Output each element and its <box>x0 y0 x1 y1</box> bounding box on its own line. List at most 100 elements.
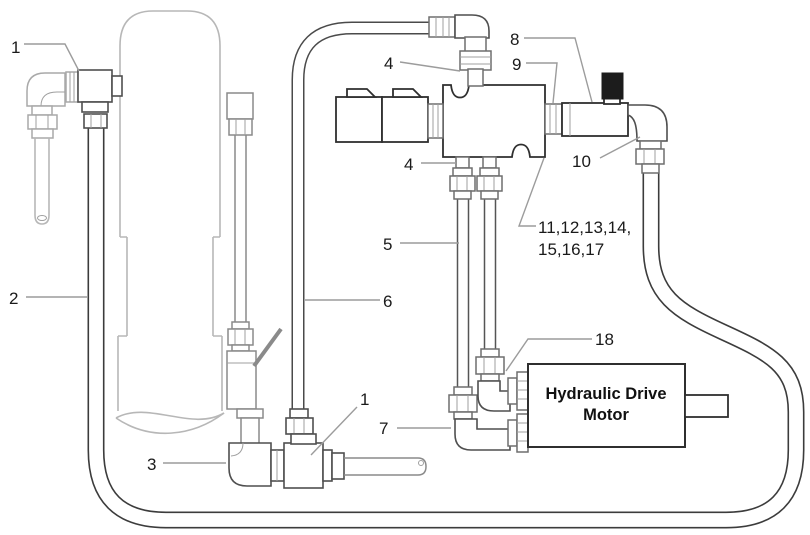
hex-facets <box>234 329 246 345</box>
leader-1-bottom <box>310 406 358 456</box>
elbow-fitting <box>26 72 66 107</box>
pump-lower-shell <box>117 336 223 411</box>
elbow-inner-arc <box>230 442 244 457</box>
callout-1-bottom: 1 <box>360 390 369 409</box>
pump-base-curve-top <box>115 411 225 421</box>
collar <box>507 419 518 447</box>
hex-nut <box>475 356 505 375</box>
collar <box>453 411 473 420</box>
valve-body <box>226 350 257 410</box>
callout-7: 7 <box>379 419 388 438</box>
coil-tab <box>346 88 378 98</box>
valve-8 <box>561 72 629 137</box>
hex-nut <box>544 103 563 135</box>
leader-4-top <box>399 61 461 72</box>
manifold-outline <box>442 84 546 158</box>
callout-3: 3 <box>147 455 156 474</box>
callout-8: 8 <box>510 30 519 49</box>
hose-2-core <box>89 128 803 527</box>
elbow-body <box>627 104 668 142</box>
flange <box>81 101 109 113</box>
coil <box>335 96 383 143</box>
tee-body <box>77 69 113 103</box>
port-nut <box>516 371 529 411</box>
elbow-body <box>454 14 490 39</box>
hex-facets <box>483 176 495 191</box>
collar <box>31 105 53 116</box>
tee-fitting-1-top <box>77 69 123 129</box>
elbow-fitting-10 <box>627 104 668 174</box>
collar-ridges <box>435 17 450 37</box>
hex-nut <box>635 148 665 165</box>
coil-tab <box>392 88 424 98</box>
fitting-4-bottom-left <box>449 156 476 200</box>
collar <box>480 348 500 358</box>
callout-1-top: 1 <box>11 38 20 57</box>
prime-valve-assembly <box>226 92 283 445</box>
collar <box>464 36 487 53</box>
pump-base-curve-bottom <box>115 412 225 434</box>
hydraulic-drive-motor: Hydraulic Drive Motor <box>507 363 729 453</box>
hex-facets <box>456 176 468 191</box>
fitting-4-top <box>428 14 492 87</box>
tee-body <box>283 442 324 489</box>
hex-nut <box>449 175 476 192</box>
elbow-body <box>454 418 511 451</box>
callout-4-top: 4 <box>384 54 393 73</box>
hex-facets <box>432 104 439 138</box>
port-nut <box>516 413 529 453</box>
collar <box>639 140 662 150</box>
hex-facets <box>549 104 557 134</box>
hex-nut <box>27 114 58 130</box>
fitting-9 <box>544 103 563 135</box>
collar <box>231 344 250 352</box>
flange <box>290 433 317 445</box>
leader-9 <box>526 62 558 104</box>
ridged-hose-collar <box>428 16 456 38</box>
hex-facets <box>90 114 102 128</box>
motor-label-line2: Motor <box>583 406 629 424</box>
valve-body <box>561 102 629 137</box>
tee-stub <box>111 75 123 97</box>
elbow-body <box>477 380 511 412</box>
hex-nut <box>476 175 503 192</box>
motor-shaft <box>684 394 729 418</box>
fitting-4-bottom-right <box>476 156 503 200</box>
riser-tube <box>234 135 247 322</box>
tee-fitting-1-bottom <box>270 408 427 489</box>
elbow-fitting-3 <box>228 442 272 487</box>
hex-facets <box>643 149 656 164</box>
leader-8 <box>524 37 593 103</box>
hex-connector <box>427 103 444 139</box>
motor-label-line1: Hydraulic Drive <box>545 385 666 403</box>
collar <box>452 167 473 177</box>
pump-mid-shell <box>126 237 214 336</box>
port-bands <box>517 422 528 442</box>
callout-4-bottom: 4 <box>404 155 413 174</box>
collar <box>453 386 473 396</box>
hose-5-left-union-elbow <box>448 386 511 451</box>
connector <box>236 408 264 419</box>
hex-nut <box>227 328 254 346</box>
pump-upper-shell <box>119 10 221 237</box>
leader-lines <box>24 37 641 464</box>
leader-1-top <box>24 43 80 72</box>
collar <box>453 190 472 200</box>
callout-labels: 1 2 3 4 4 5 6 7 8 9 10 11,12,13,14, 15,1… <box>9 30 631 474</box>
pump-body <box>115 10 225 434</box>
collar <box>507 377 518 405</box>
suction-elbow-assembly <box>26 71 79 225</box>
collar <box>231 321 250 330</box>
hex-facets <box>293 418 305 434</box>
callout-9: 9 <box>512 55 521 74</box>
leader-11-17 <box>517 157 545 227</box>
elbow-inner-arc <box>40 91 65 107</box>
dip-tube <box>34 138 50 225</box>
port-bands <box>517 380 528 400</box>
collar-ridges <box>69 72 75 102</box>
outlet-tube <box>344 457 427 476</box>
solenoid-coils <box>335 88 444 143</box>
hex-facets <box>235 119 246 135</box>
hex-nut <box>331 452 345 480</box>
hex-nut <box>83 113 108 129</box>
